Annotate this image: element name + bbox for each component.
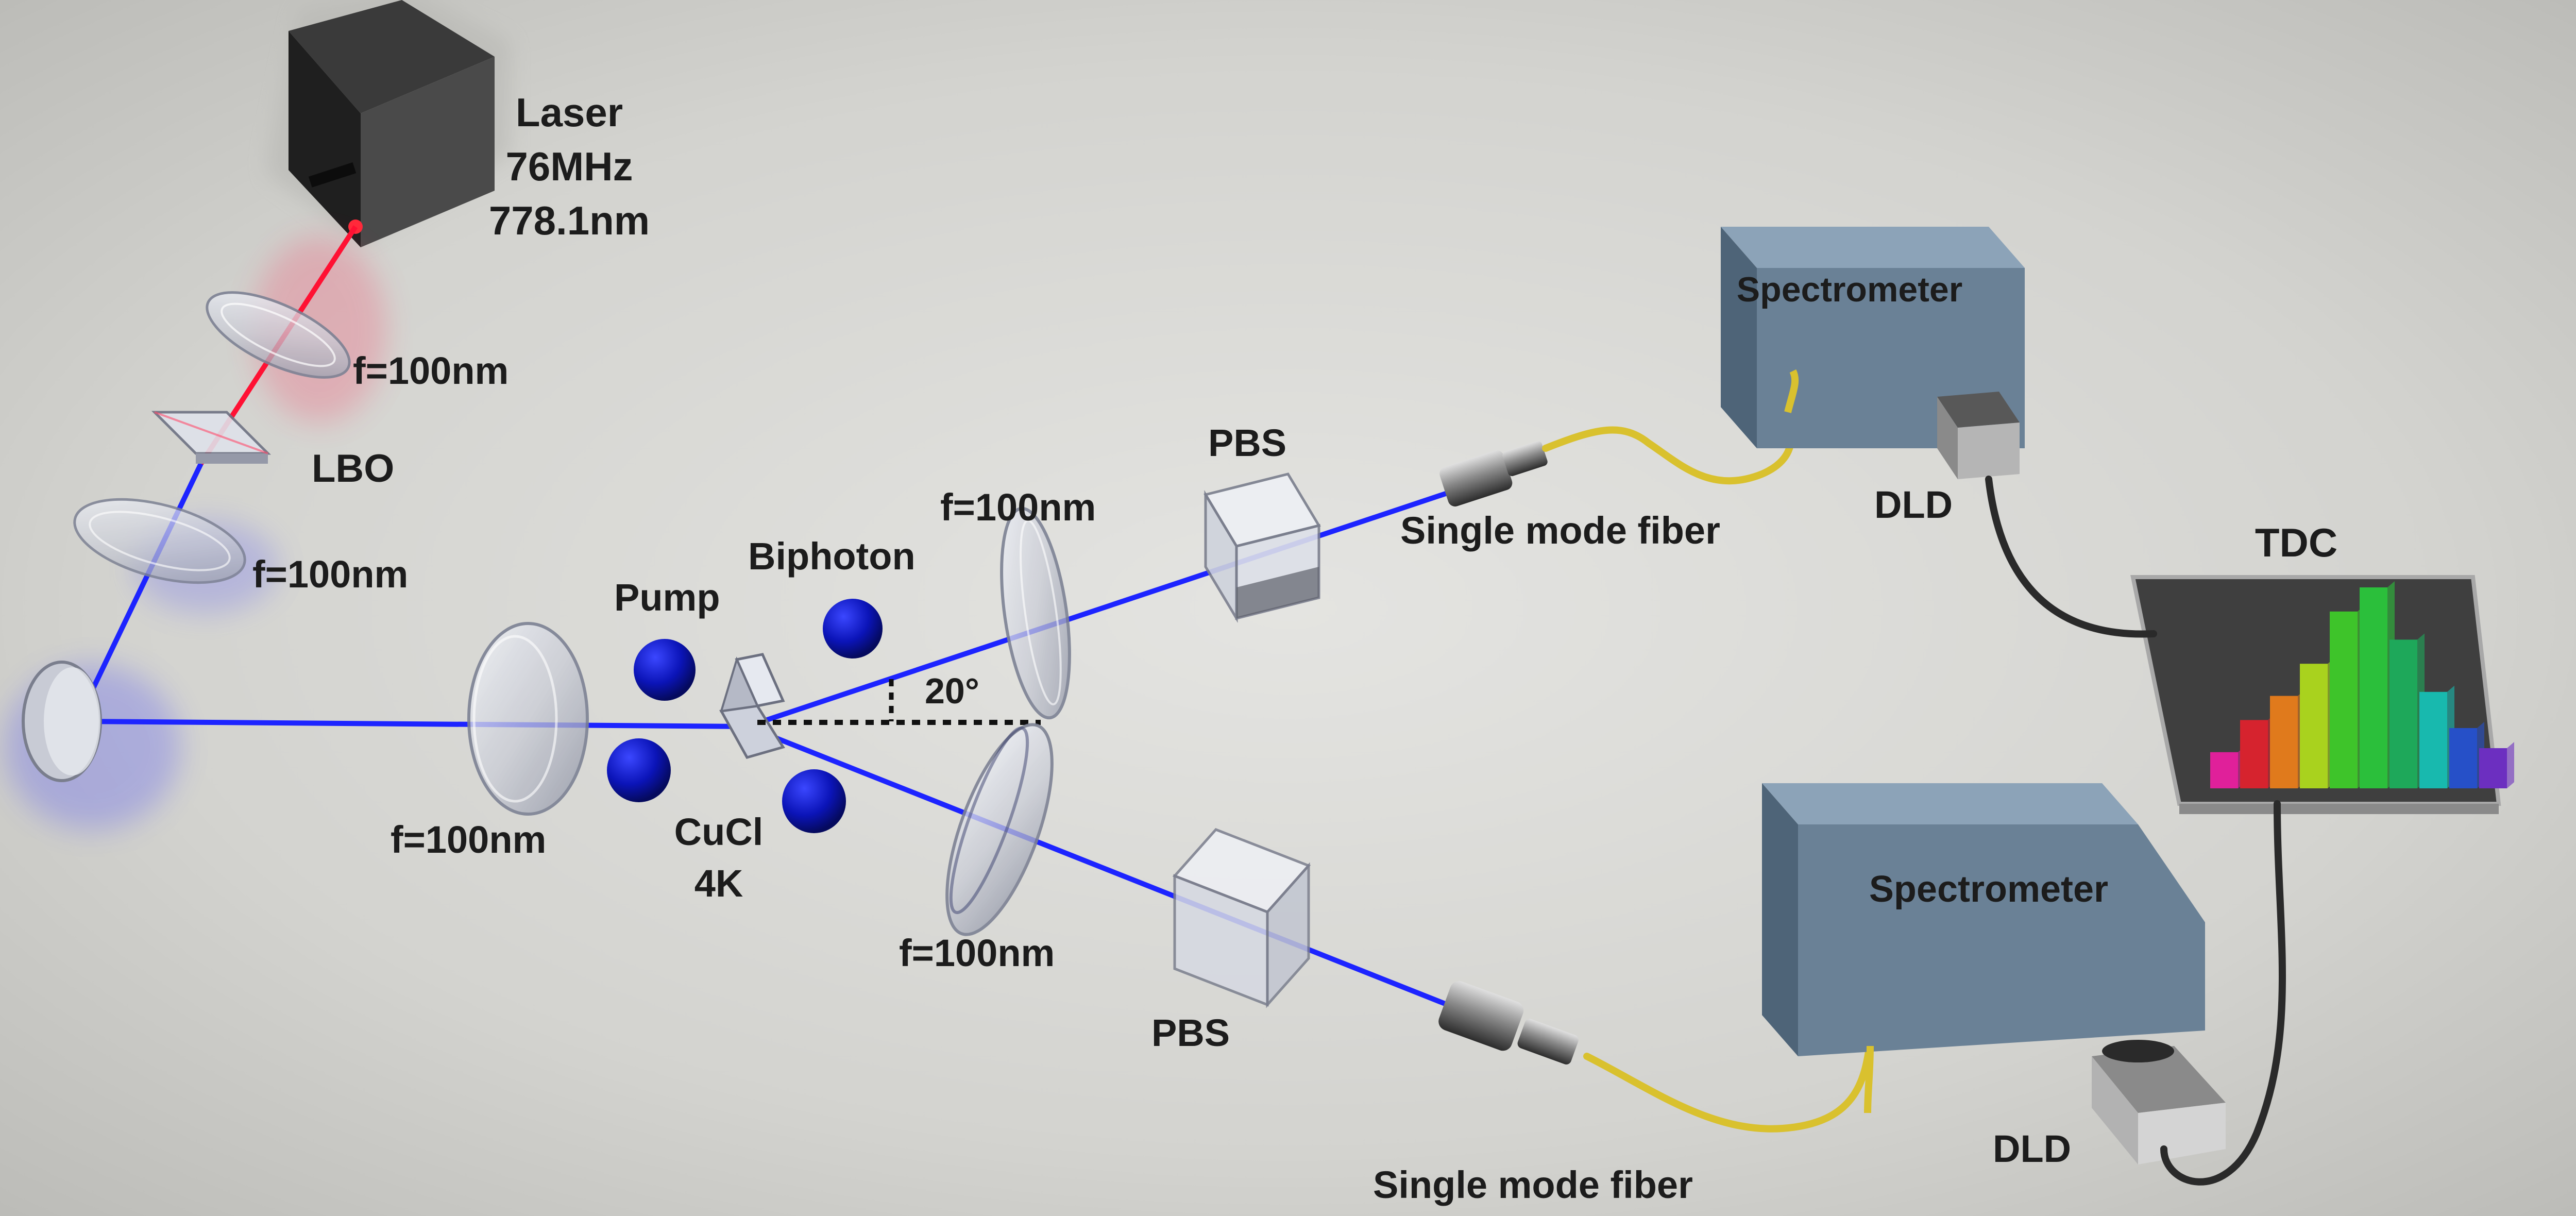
spectrometer-upper-label: Spectrometer <box>1737 270 1962 309</box>
fiber-lower-label: Single mode fiber <box>1373 1163 1693 1206</box>
pbs-upper-label: PBS <box>1208 421 1286 464</box>
lens-1 <box>206 291 351 379</box>
angle-label: 20° <box>925 671 979 711</box>
lens-2 <box>73 498 246 584</box>
tdc-bar-side <box>2507 742 2514 788</box>
spectrometer-lower <box>1762 783 2205 1113</box>
laser-box <box>268 0 510 247</box>
spectrometer-lower-label: Spectrometer <box>1869 869 2108 910</box>
lens-1-label: f=100nm <box>353 349 509 392</box>
tdc-bar <box>2240 720 2268 788</box>
uv-beam-down <box>75 462 204 723</box>
upper-arm-beam <box>746 482 1475 729</box>
dld-lower <box>2092 1040 2226 1164</box>
lens-2-label: f=100nm <box>252 553 408 596</box>
lower-arm-beam <box>746 724 1475 1018</box>
beam-paths <box>75 225 1475 1018</box>
dld-upper-label: DLD <box>1874 483 1953 526</box>
fiber-coupler-upper <box>1439 409 1795 506</box>
tdc-bar <box>2330 611 2358 788</box>
cucl-label: CuCl <box>674 810 764 853</box>
cucl-crystal <box>719 653 785 759</box>
pbs-cube-lower <box>1172 828 1311 1008</box>
pbs-lower-label: PBS <box>1151 1011 1230 1054</box>
laser-rep-rate-label: 76MHz <box>505 144 633 189</box>
biphoton-sphere-top <box>823 599 883 658</box>
tdc-bar <box>2479 748 2507 788</box>
pump-sphere-top <box>634 639 696 701</box>
biphoton-sphere-bottom <box>782 769 846 833</box>
tdc-bar <box>2389 639 2417 788</box>
cucl-temp-label: 4K <box>694 862 743 905</box>
tdc-bar <box>2210 752 2238 788</box>
lbo-crystal <box>151 411 272 464</box>
cable-dld-upper-tdc <box>1985 476 2157 638</box>
lbo-label: LBO <box>312 447 394 491</box>
tdc-bar <box>2270 696 2298 788</box>
pump-sphere-bottom <box>607 738 671 802</box>
fiber-upper-label: Single mode fiber <box>1400 509 1720 552</box>
tdc-bar <box>2449 728 2477 788</box>
fiber-upper-cable <box>1542 409 1795 485</box>
cable-dld-lower-tdc <box>2160 800 2286 1186</box>
pump-beam <box>77 719 748 729</box>
pump-label: Pump <box>614 576 720 619</box>
lens-upper-arm <box>1000 506 1071 720</box>
pbs-cube-upper <box>1204 472 1321 623</box>
lens-upper-arm-label: f=100nm <box>940 486 1096 529</box>
tdc-bar <box>2300 664 2328 788</box>
lens-lower-arm-label: f=100nm <box>899 932 1055 974</box>
lens-3 <box>467 622 589 816</box>
biphoton-label: Biphoton <box>748 535 916 578</box>
lens-lower-arm <box>945 723 1054 936</box>
dld-lower-label: DLD <box>1993 1127 2071 1170</box>
laser-name-label: Laser <box>516 90 623 135</box>
fiber-coupler-lower <box>1438 981 1874 1133</box>
fiber-lower-cable <box>1583 1037 1874 1133</box>
mirror <box>22 661 102 782</box>
dld-upper <box>1937 392 2020 479</box>
tdc-panel <box>2130 575 2514 814</box>
tdc-label: TDC <box>2255 520 2337 565</box>
laser-wavelength-label: 778.1nm <box>489 198 650 243</box>
lens-3-label: f=100nm <box>391 818 546 861</box>
tdc-histogram <box>2210 581 2514 788</box>
angle-indicator <box>757 679 1041 725</box>
tdc-bar <box>2419 691 2447 788</box>
tdc-bar <box>2360 587 2387 788</box>
